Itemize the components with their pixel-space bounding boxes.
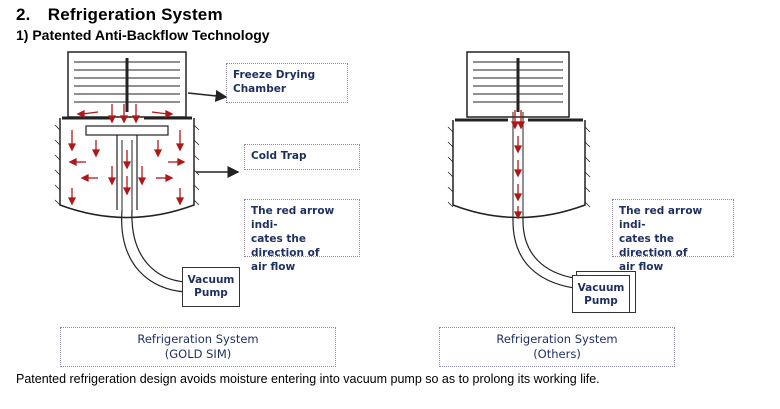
t-baffle bbox=[85, 125, 169, 136]
caption-gold-sim: Refrigeration System (GOLD SIM) bbox=[60, 327, 336, 367]
airflow-note-left: The red arrow indi- cates the direction … bbox=[244, 199, 360, 273]
vacuum-pump-gold-sim: Vacuum Pump bbox=[182, 267, 240, 307]
cold-trap-label: Cold Trap bbox=[244, 144, 360, 170]
section-title: 2. Refrigeration System bbox=[16, 5, 223, 24]
vessel-hatching-left bbox=[54, 124, 61, 206]
gold-sim-diagram bbox=[54, 51, 240, 293]
caption-others: Refrigeration System (Others) bbox=[439, 327, 675, 367]
airflow-arrows-gold-sim bbox=[67, 104, 186, 206]
footer-text: Patented refrigeration design avoids moi… bbox=[16, 372, 600, 386]
vessel-hatching-right bbox=[193, 124, 200, 206]
cold-trap-vessel bbox=[59, 118, 195, 219]
airflow-note-right: The red arrow indi- cates the direction … bbox=[612, 199, 734, 273]
freeze-drying-chamber-label: Freeze Drying Chamber bbox=[226, 63, 348, 103]
subsection-title: 1) Patented Anti-Backflow Technology bbox=[16, 27, 270, 43]
vacuum-pump-others: Vacuum Pump bbox=[572, 275, 630, 313]
airflow-arrows-others bbox=[510, 110, 526, 220]
others-diagram bbox=[447, 51, 591, 289]
others-cold-trap bbox=[452, 120, 586, 219]
